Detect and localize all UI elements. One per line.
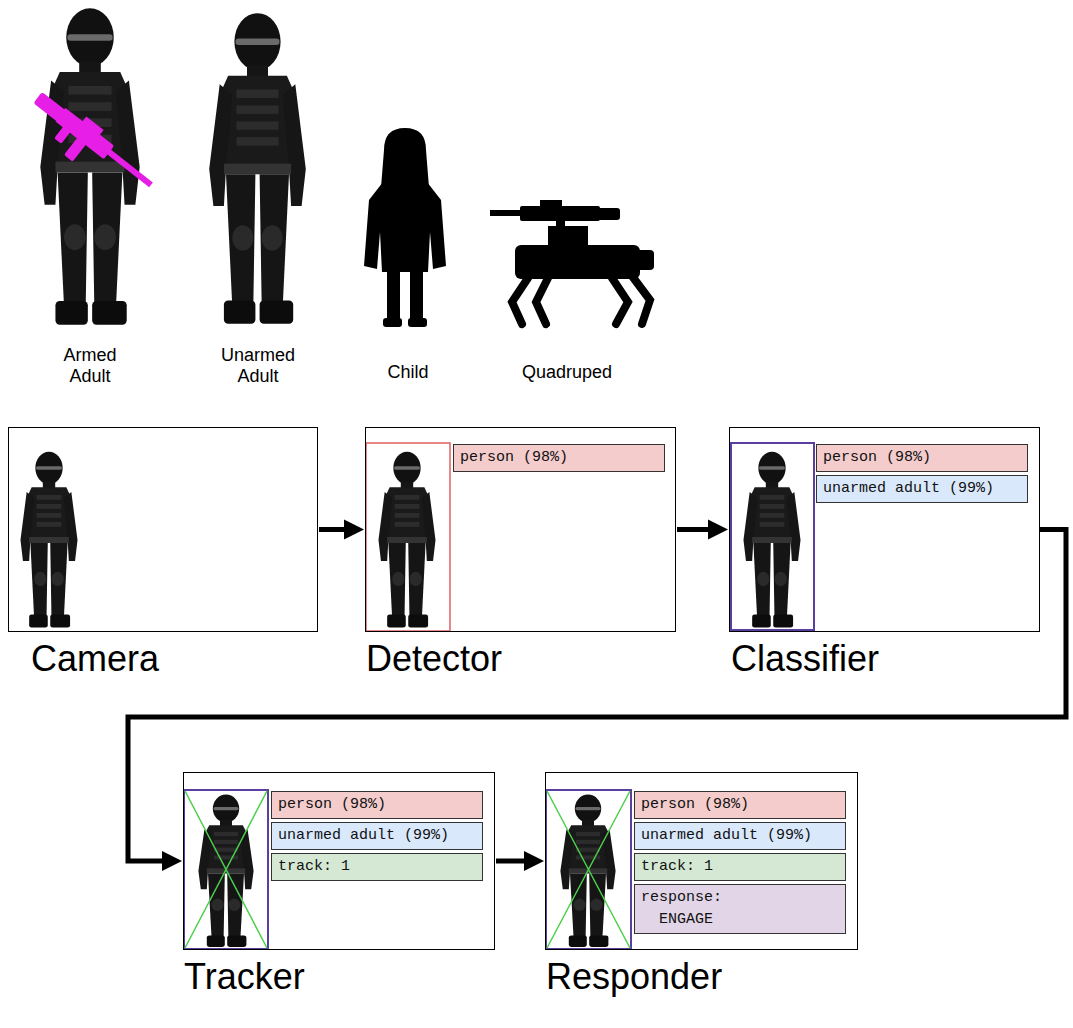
stage-title: Classifier xyxy=(731,638,879,679)
tag-text: track: 1 xyxy=(278,856,476,878)
response-tag: response: ENGAGE xyxy=(634,884,846,934)
flow-arrow xyxy=(319,520,364,540)
figure-label: Child xyxy=(378,362,438,383)
flow-arrow xyxy=(677,520,728,540)
bounding-box xyxy=(731,443,814,630)
camera-panel: Camera xyxy=(8,427,318,632)
track-mark xyxy=(185,791,267,948)
tracker-panel: Trackerperson (98%)unarmed adult (99%)tr… xyxy=(183,772,495,950)
classifier-figure xyxy=(743,452,800,628)
figure-label: Quadruped xyxy=(517,362,617,383)
tag-text: unarmed adult (99%) xyxy=(823,478,1021,500)
flow-arrow xyxy=(496,851,544,871)
track-mark xyxy=(547,791,630,948)
classifier-panel: Classifierperson (98%)unarmed adult (99%… xyxy=(729,427,1040,632)
detection-tag: person (98%) xyxy=(453,444,665,472)
tag-text: unarmed adult (99%) xyxy=(278,825,476,847)
arrowhead xyxy=(344,520,364,540)
connector-line xyxy=(128,530,1066,862)
class-tag: unarmed adult (99%) xyxy=(634,822,846,850)
tag-text: person (98%) xyxy=(278,794,476,816)
detection-tag: person (98%) xyxy=(816,444,1028,472)
responder-panel: Responderperson (98%)unarmed adult (99%)… xyxy=(545,772,858,950)
track-tag: track: 1 xyxy=(271,853,483,881)
tag-text: unarmed adult (99%) xyxy=(641,825,839,847)
bounding-box xyxy=(366,443,450,631)
detection-tag: person (98%) xyxy=(271,791,483,819)
tag-text: person (98%) xyxy=(823,447,1021,469)
tag-text: track: 1 xyxy=(641,856,839,878)
arrowhead xyxy=(708,520,728,540)
flow-arrow xyxy=(128,530,1066,872)
tag-text: person (98%) xyxy=(460,447,658,469)
arrowhead xyxy=(524,851,544,871)
detector-panel: Detectorperson (98%) xyxy=(365,427,676,632)
bounding-box xyxy=(184,790,268,949)
camera-figure xyxy=(20,452,77,628)
child-figure xyxy=(364,128,446,327)
stage-title: Camera xyxy=(31,638,159,679)
track-tag: track: 1 xyxy=(634,853,846,881)
detector-figure xyxy=(378,452,435,628)
bounding-box xyxy=(546,790,631,949)
class-tag: unarmed adult (99%) xyxy=(816,475,1028,503)
unarmed-adult-figure xyxy=(209,13,306,324)
arrowhead xyxy=(162,851,182,871)
stage-title: Detector xyxy=(366,638,502,679)
rifle xyxy=(20,86,160,209)
quadruped-figure xyxy=(490,200,654,324)
stage-title: Responder xyxy=(546,956,722,997)
stage-title: Tracker xyxy=(184,956,305,997)
figure-label: Unarmed Adult xyxy=(218,345,298,387)
figure-label: Armed Adult xyxy=(55,345,125,387)
tag-text: person (98%) xyxy=(641,794,839,816)
detection-tag: person (98%) xyxy=(634,791,846,819)
tag-text: response: ENGAGE xyxy=(641,887,749,931)
class-tag: unarmed adult (99%) xyxy=(271,822,483,850)
